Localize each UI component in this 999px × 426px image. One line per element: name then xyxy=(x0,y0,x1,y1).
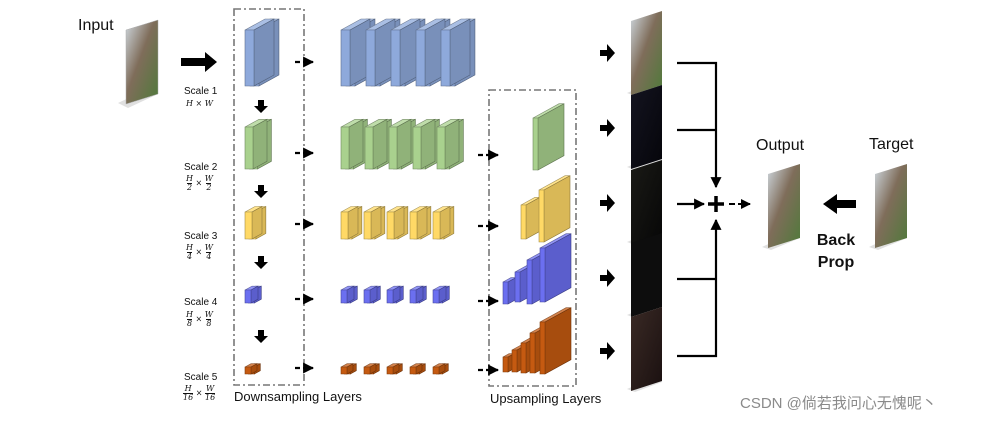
conv-block-3-5-front xyxy=(432,205,451,240)
output-image-5 xyxy=(627,307,662,392)
conv-block-3-3-front xyxy=(386,205,405,240)
conv-block-4-4-front xyxy=(409,285,424,304)
conv-block-1-2-front xyxy=(365,18,396,87)
up-block-4a xyxy=(502,277,517,305)
down-block-1-front xyxy=(244,18,275,87)
input-image xyxy=(118,19,159,108)
output-image-1 xyxy=(627,11,662,96)
back-prop-label: Back Prop xyxy=(812,230,860,274)
conv-block-5-3-front xyxy=(386,363,400,375)
down-block-3-front xyxy=(244,205,263,240)
scale-2-label: Scale 2 xyxy=(184,162,218,173)
output-image-3 xyxy=(627,160,662,245)
target-label: Target xyxy=(869,136,914,153)
conv-block-2-4-front xyxy=(412,118,436,170)
conv-block-5-5-front xyxy=(432,363,446,375)
up-block-5e xyxy=(539,307,572,375)
conv-block-4-5-front xyxy=(432,285,447,304)
conv-block-5-1-front xyxy=(340,363,354,375)
down-arrow-1 xyxy=(254,100,268,113)
conv-block-3-4-front xyxy=(409,205,428,240)
target-image xyxy=(869,164,907,250)
conv-block-2-1-front xyxy=(340,118,364,170)
up-block-3a xyxy=(520,196,541,240)
upsampling-frame xyxy=(488,89,577,387)
downsampling-frame xyxy=(233,8,305,386)
watermark: CSDN @倘若我问心无愧呢丶 xyxy=(740,395,937,412)
conv-block-1-1-front xyxy=(340,18,371,87)
conv-block-3-1-front xyxy=(340,205,359,240)
plus-operator xyxy=(707,195,725,213)
back-prop-arrow xyxy=(823,194,856,214)
sum-lines xyxy=(677,61,722,358)
output-label: Output xyxy=(756,137,805,154)
conv-block-1-4-front xyxy=(415,18,446,87)
scale-1-size: H × W xyxy=(186,99,213,108)
upsampling-label: Upsampling Layers xyxy=(490,391,602,406)
up-block-4d xyxy=(539,233,572,303)
output-image-2 xyxy=(627,85,662,170)
conv-block-4-2-front xyxy=(363,285,378,304)
conv-block-5-2-front xyxy=(363,363,377,375)
output-image xyxy=(762,164,800,250)
conv-block-2-2-front xyxy=(364,118,388,170)
scale-3-label: Scale 3 xyxy=(184,231,218,242)
down-arrow-4 xyxy=(254,330,268,343)
down-arrow-3 xyxy=(254,256,268,269)
up-block-2 xyxy=(532,103,565,171)
conv-block-2-3-front xyxy=(388,118,412,170)
conv-block-3-2-front xyxy=(363,205,382,240)
conv-block-5-4-front xyxy=(409,363,423,375)
scale-4-label: Scale 4 xyxy=(184,297,218,308)
scale-1-label: Scale 1 xyxy=(184,86,218,97)
output-image-4 xyxy=(627,233,662,318)
down-arrow-2 xyxy=(254,185,268,198)
input-arrow xyxy=(181,52,217,72)
down-block-5-front xyxy=(244,363,258,375)
back-prop-line2: Prop xyxy=(817,254,855,271)
scale-5-label: Scale 5 xyxy=(184,372,218,383)
back-prop-line1: Back xyxy=(816,232,856,249)
output-arrows xyxy=(600,44,615,360)
downsampling-label: Downsampling Layers xyxy=(234,389,362,404)
conv-block-1-5-front xyxy=(440,18,471,87)
input-label: Input xyxy=(78,17,114,34)
conv-block-4-3-front xyxy=(386,285,401,304)
down-block-2-front xyxy=(244,118,268,170)
conv-block-4-1-front xyxy=(340,285,355,304)
up-block-3b xyxy=(538,175,571,243)
conv-block-1-3-front xyxy=(390,18,421,87)
down-block-4-front xyxy=(244,285,259,304)
conv-block-2-5-front xyxy=(436,118,460,170)
